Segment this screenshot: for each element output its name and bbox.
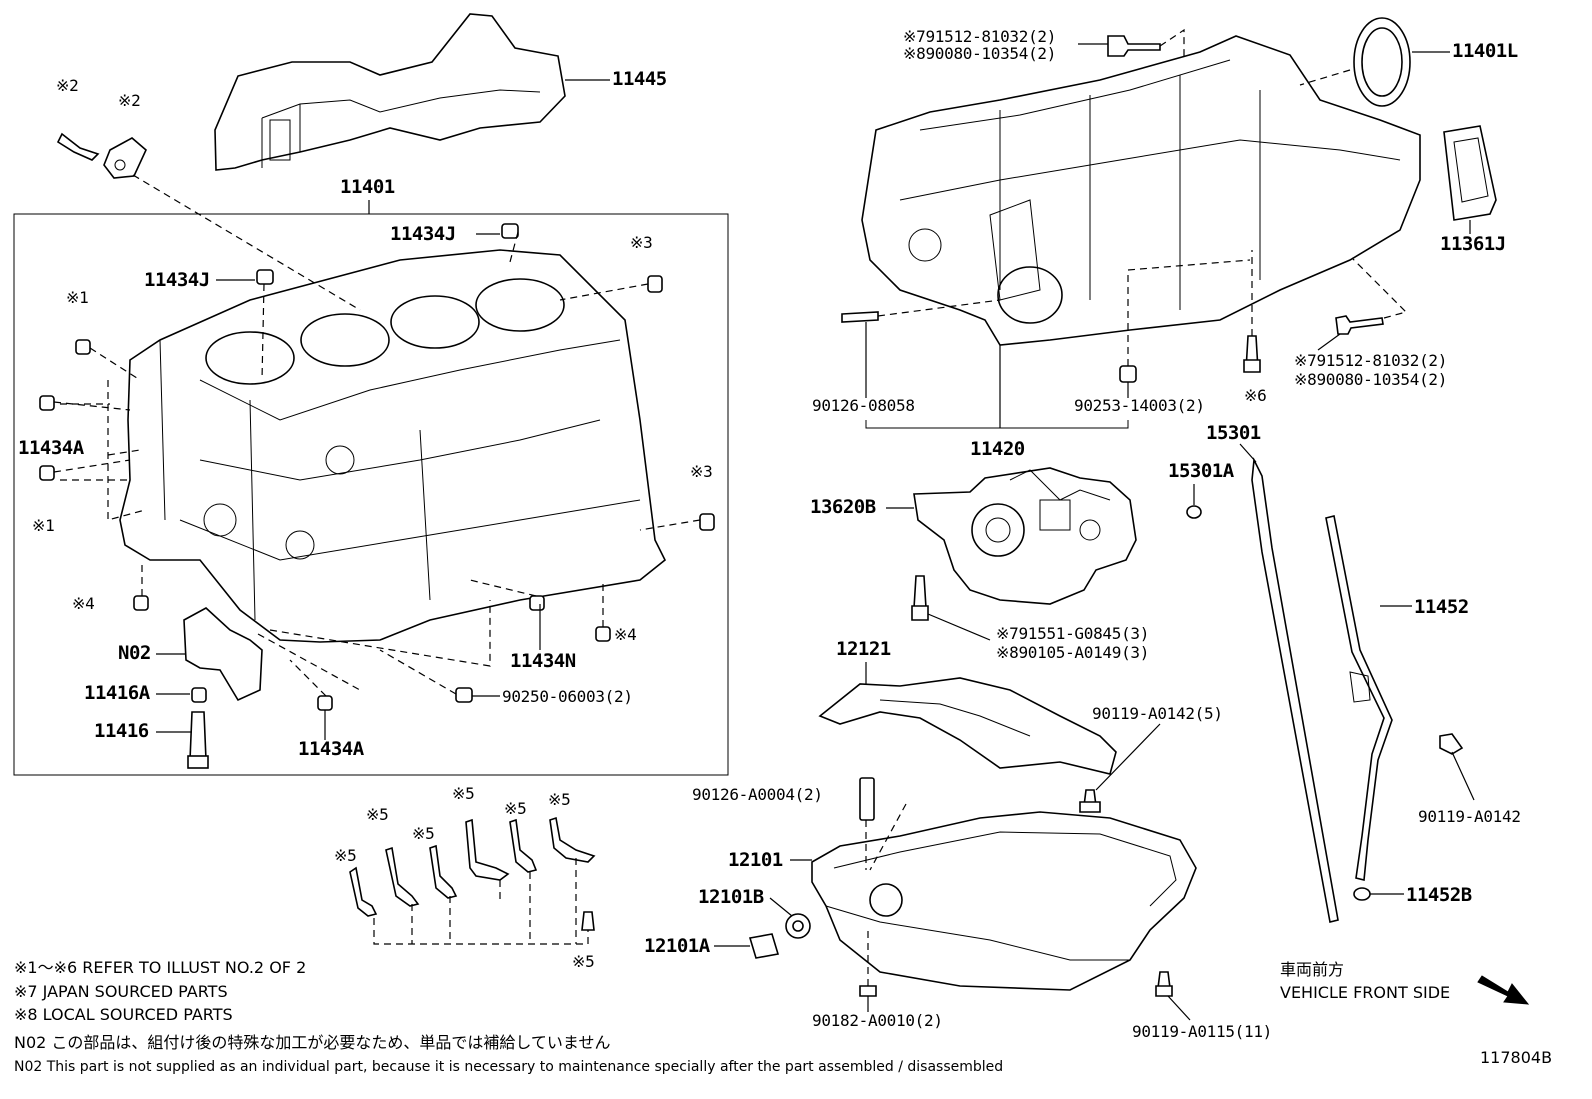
part-label-11401L: 11401L (1452, 40, 1518, 62)
part-label-N02: N02 (118, 642, 151, 664)
note-refer-illust: ※1～※6 REFER TO ILLUST NO.2 OF 2 (14, 958, 307, 977)
part-label-12101B: 12101B (698, 886, 764, 908)
part-label-11434J-left: 11434J (144, 269, 210, 291)
part-label-90126-A0004: 90126-A0004(2) (692, 785, 823, 804)
part-label-90126-08058: 90126-08058 (812, 396, 915, 415)
oil-seal-11401L (1353, 17, 1411, 107)
ref-mark-3-right: ※3 (690, 462, 713, 481)
vehicle-front-arrow (1477, 975, 1530, 1005)
clip-set-ref5 (349, 816, 596, 931)
gasket-11361J (1443, 125, 1497, 221)
oil-pan-12101 (811, 811, 1197, 991)
bearing-cap-N02 (183, 607, 263, 769)
ref-mark-5-a: ※5 (334, 846, 357, 865)
part-label-90119-A0115: 90119-A0115(11) (1132, 1022, 1272, 1041)
part-label-11420: 11420 (970, 438, 1025, 460)
note-N02-english: N02 This part is not supplied as an indi… (14, 1059, 1004, 1075)
ref-mark-5-g: ※5 (572, 952, 595, 971)
bolt-bracket-ref2 (56, 132, 147, 179)
ref-label-top-2: ※890080-10354(2) (903, 44, 1057, 63)
part-label-11434N: 11434N (510, 650, 576, 672)
ref-mark-1-top: ※1 (66, 288, 89, 307)
ref-mark-2-bracket: ※2 (118, 91, 141, 110)
ref-mark-5-e: ※5 (504, 799, 527, 818)
baffle-plate-12121 (818, 677, 1117, 775)
part-label-12101A: 12101A (644, 935, 710, 957)
part-label-11416A: 11416A (84, 682, 150, 704)
ref-mark-5-b: ※5 (366, 805, 389, 824)
oil-level-gauge-15301 (1251, 457, 1339, 923)
part-label-11416: 11416 (94, 720, 149, 742)
ref-mark-2-bolt: ※2 (56, 76, 79, 95)
part-label-90250-06003: 90250-06003(2) (502, 687, 633, 706)
part-label-13620B: 13620B (810, 496, 876, 518)
part-label-11452: 11452 (1414, 596, 1469, 618)
part-label-11434A-bottom: 11434A (298, 738, 364, 760)
insulator-11445 (214, 13, 566, 171)
part-label-90182-A0010: 90182-A0010(2) (812, 1011, 943, 1030)
ref-mark-6: ※6 (1244, 386, 1267, 405)
illustration-id: 117804B (1480, 1048, 1553, 1067)
note-local-sourced: ※8 LOCAL SOURCED PARTS (14, 1005, 233, 1024)
part-label-12121: 12121 (836, 638, 891, 660)
ref-label-pump-1: ※791551-G0845(3) (996, 624, 1150, 643)
ref-label-mid-1: ※791512-81032(2) (1294, 351, 1448, 370)
oil-pump-13620B (913, 467, 1137, 605)
part-label-11434J-top: 11434J (390, 223, 456, 245)
part-label-11434A-left: 11434A (18, 437, 84, 459)
ref-label-mid-2: ※890080-10354(2) (1294, 370, 1448, 389)
engine-block-frame (13, 213, 729, 776)
note-japan-sourced: ※7 JAPAN SOURCED PARTS (14, 982, 228, 1001)
part-label-11452B: 11452B (1406, 884, 1472, 906)
part-label-15301A: 15301A (1168, 460, 1234, 482)
ref-label-pump-2: ※890105-A0149(3) (996, 643, 1150, 662)
ref-mark-3-top: ※3 (630, 233, 653, 252)
ref-mark-4-right: ※4 (614, 625, 637, 644)
part-label-90253-14003: 90253-14003(2) (1074, 396, 1205, 415)
part-label-15301: 15301 (1206, 422, 1261, 444)
front-label-jp: 車両前方 (1280, 960, 1345, 979)
front-label-en: VEHICLE FRONT SIDE (1280, 983, 1451, 1002)
ref-mark-1-bottom: ※1 (32, 516, 55, 535)
note-N02-japanese: N02 この部品は、組付け後の特殊な加工が必要なため、単品では補給していません (14, 1033, 611, 1052)
ref-label-top-1: ※791512-81032(2) (903, 27, 1057, 46)
oil-pan-upper-11420 (861, 35, 1421, 346)
part-label-11401: 11401 (340, 176, 395, 198)
cylinder-block (119, 249, 667, 643)
part-label-90119-A0142: 90119-A0142 (1418, 807, 1521, 826)
part-label-11445: 11445 (612, 68, 667, 90)
oil-level-gauge-guide-11452 (1325, 515, 1393, 882)
part-label-11361J: 11361J (1440, 233, 1506, 255)
ref-mark-5-f: ※5 (548, 790, 571, 809)
part-label-90119-A0142-5: 90119-A0142(5) (1092, 704, 1223, 723)
ref-mark-5-d: ※5 (452, 784, 475, 803)
ref-mark-4-left: ※4 (72, 594, 95, 613)
part-label-12101: 12101 (728, 849, 783, 871)
ref-mark-5-c: ※5 (412, 824, 435, 843)
